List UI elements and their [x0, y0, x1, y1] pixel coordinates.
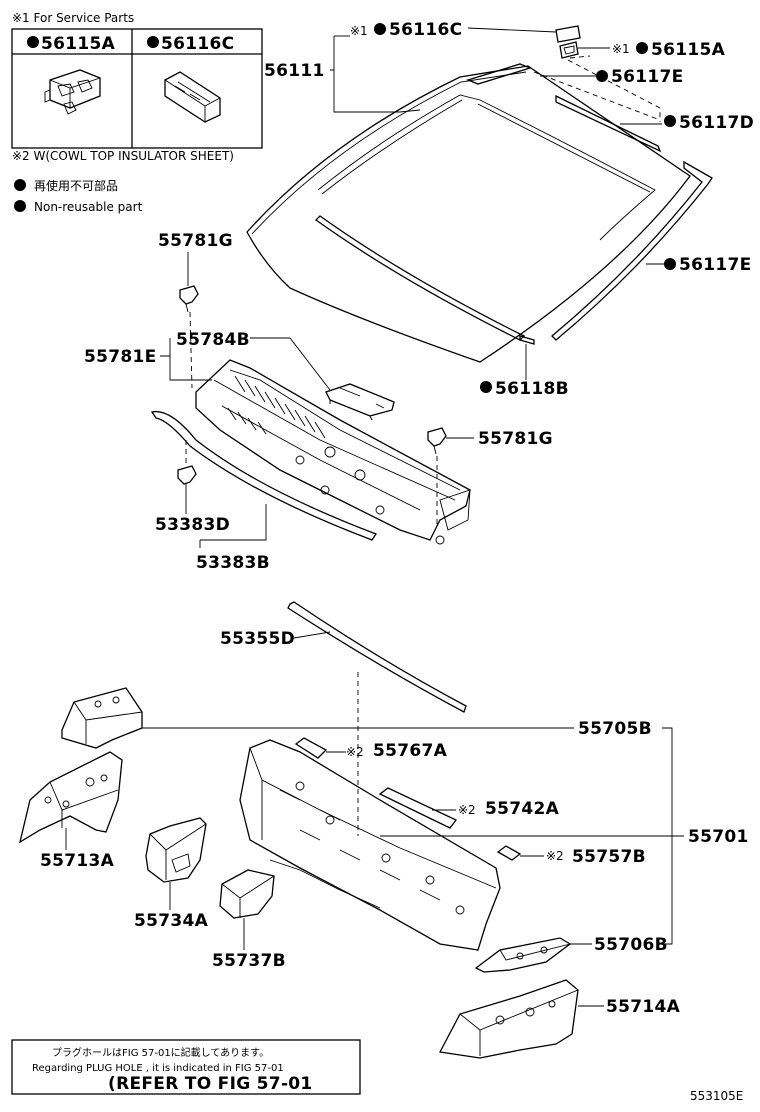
- guide-line: [533, 71, 661, 121]
- non-reusable-dot: [147, 36, 159, 48]
- moulding-56117D[interactable]: [555, 94, 662, 153]
- part-number-53383B[interactable]: 53383B: [196, 553, 270, 573]
- cowl-bracket-55784B[interactable]: [325, 383, 395, 417]
- part-number-box-56116C[interactable]: 56116C: [161, 34, 234, 54]
- part-number-56117D[interactable]: 56117D: [679, 113, 754, 133]
- cowl-brace-55734A[interactable]: [145, 817, 207, 883]
- cowl-brace-55737B[interactable]: [219, 869, 275, 919]
- clip-56115A-sketch: [44, 69, 101, 115]
- ref-mark-2: ※2: [546, 849, 564, 863]
- leader-56116C: [467, 27, 557, 33]
- ref-mark-1: ※1: [350, 24, 368, 38]
- leader-55781E: [160, 355, 212, 381]
- ref-mark-1: ※1: [612, 42, 630, 56]
- non-reusable-dot: [596, 70, 608, 82]
- moulding-56117E-right[interactable]: [551, 160, 713, 341]
- clip-56116C[interactable]: [555, 25, 581, 43]
- part-number-55781E[interactable]: 55781E: [84, 347, 157, 367]
- guide-line: [569, 55, 591, 59]
- part-number-55734A[interactable]: 55734A: [134, 911, 209, 931]
- guide-line: [567, 59, 661, 122]
- insulator-note: ※2 W(COWL TOP INSULATOR SHEET): [12, 149, 234, 163]
- leader-55784B: [250, 337, 331, 391]
- part-number-55713A[interactable]: 55713A: [40, 851, 115, 871]
- part-number-55784B[interactable]: 55784B: [176, 330, 250, 350]
- part-number-56115A[interactable]: 56115A: [651, 40, 726, 60]
- windshield-glass[interactable]: [246, 65, 691, 363]
- insulator-sheet-55767A[interactable]: [294, 737, 328, 759]
- part-number-55737B[interactable]: 55737B: [212, 951, 286, 971]
- cowl-bracket-55706B[interactable]: [474, 937, 572, 973]
- part-number-55714A[interactable]: 55714A: [606, 997, 681, 1017]
- leader-56111: [330, 69, 421, 113]
- footer-en-line: Regarding PLUG HOLE , it is indicated in…: [32, 1063, 284, 1074]
- part-number-box-56115A[interactable]: 56115A: [41, 34, 116, 54]
- non-reusable-dot: [636, 42, 648, 54]
- ref-mark-2: ※2: [458, 803, 476, 817]
- cowl-bracket-detail: [329, 387, 385, 421]
- ref-mark-2: ※2: [346, 745, 364, 759]
- clip-56115A-base: [563, 45, 575, 55]
- part-number-55355D[interactable]: 55355D: [220, 629, 295, 649]
- figure-code: 553105E: [690, 1089, 743, 1103]
- part-number-55701[interactable]: 55701: [688, 827, 749, 847]
- non-reusable-dot: [664, 258, 676, 270]
- cowl-strip-55355D[interactable]: [287, 601, 467, 713]
- non-reusable-dot: [480, 381, 492, 393]
- non-reusable-dot: [27, 36, 39, 48]
- part-number-55706B[interactable]: 55706B: [594, 935, 668, 955]
- footer-jp-line: プラグホールはFIG 57-01に記載してあります。: [52, 1046, 269, 1059]
- moulding-56117E-top[interactable]: [466, 63, 532, 85]
- non-reusable-dot: [14, 200, 26, 212]
- service-parts-note: ※1 For Service Parts: [12, 11, 134, 25]
- cowl-top-ventilator-louver[interactable]: [195, 359, 471, 545]
- leader-55355D: [293, 631, 331, 639]
- guide-line: [189, 311, 193, 389]
- part-number-55781G-left[interactable]: 55781G: [158, 231, 233, 251]
- part-number-55781G-right[interactable]: 55781G: [478, 429, 553, 449]
- insulator-sheet-55757B[interactable]: [496, 845, 522, 861]
- clip-55781G-right[interactable]: [427, 427, 447, 455]
- part-number-55705B[interactable]: 55705B: [578, 719, 652, 739]
- cowl-panel-sub-assy-55701[interactable]: [239, 739, 501, 951]
- non-reusable-en: Non-reusable part: [34, 200, 143, 214]
- non-reusable-jp: 再使用不可部品: [34, 178, 118, 193]
- non-reusable-dot: [664, 115, 676, 127]
- clip-56115A[interactable]: [559, 41, 579, 59]
- service-parts-box: [11, 28, 263, 149]
- cowl-side-panel-55713A[interactable]: [19, 751, 123, 844]
- part-number-56117E-top[interactable]: 56117E: [611, 67, 684, 87]
- part-number-56117E-right[interactable]: 56117E: [679, 255, 752, 275]
- footer-note-box: [11, 1039, 361, 1095]
- moulding-56118B[interactable]: [519, 335, 535, 345]
- part-number-56118B[interactable]: 56118B: [495, 379, 569, 399]
- part-number-55742A[interactable]: 55742A: [485, 799, 560, 819]
- part-number-55767A[interactable]: 55767A: [373, 741, 448, 761]
- clip-56116C-sketch: [164, 71, 221, 123]
- clip-53383D[interactable]: [177, 465, 197, 485]
- footer-refer-link[interactable]: (REFER TO FIG 57-01: [108, 1074, 313, 1094]
- cowl-side-bracket-55705B[interactable]: [61, 687, 143, 749]
- part-number-56116C[interactable]: 56116C: [389, 20, 462, 40]
- cowl-side-panel-55714A[interactable]: [438, 979, 579, 1059]
- insulator-sheet-55742A[interactable]: [378, 787, 457, 829]
- clip-55781G-left[interactable]: [179, 285, 199, 313]
- part-number-56111[interactable]: 56111: [264, 61, 325, 81]
- non-reusable-dot: [14, 179, 26, 191]
- part-number-55757B[interactable]: 55757B: [572, 847, 646, 867]
- part-number-53383D[interactable]: 53383D: [155, 515, 230, 535]
- non-reusable-dot: [374, 23, 386, 35]
- leader-53383B: [200, 504, 267, 541]
